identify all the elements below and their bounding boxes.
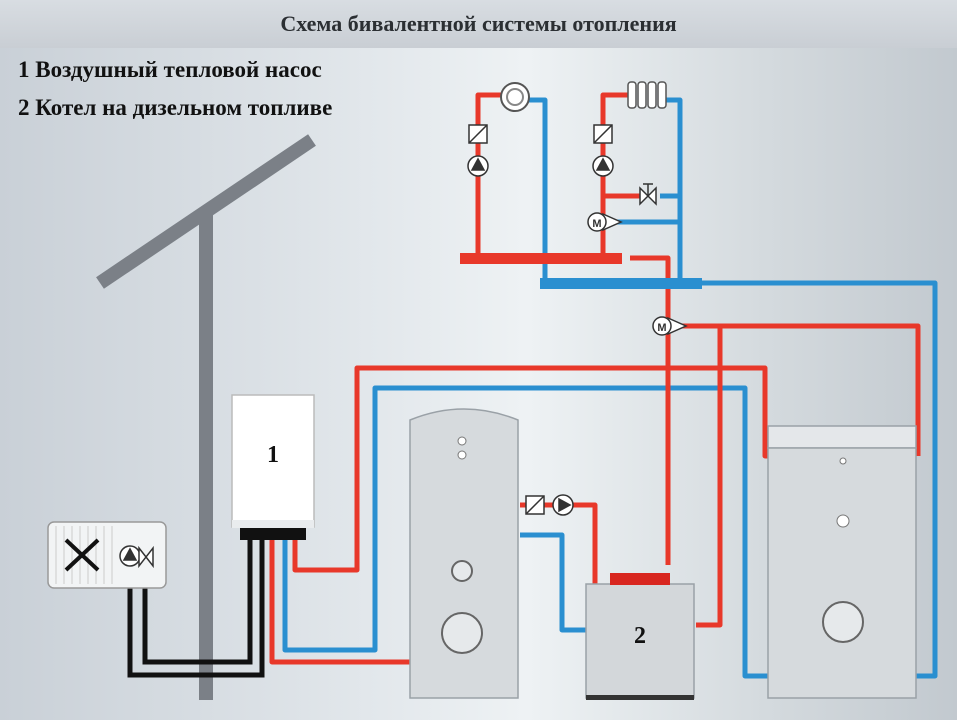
mixing-valve-label: M	[657, 322, 666, 334]
valve-icon	[138, 545, 154, 569]
return-manifold	[540, 278, 702, 289]
fan-icon	[64, 538, 100, 572]
support-structure	[96, 134, 316, 700]
mixing-valve-label: M	[592, 218, 601, 230]
floor-heating-icon	[500, 82, 530, 112]
mixing-valve-icon: M	[587, 212, 623, 232]
heat-pump-outdoor-unit	[47, 521, 167, 589]
supply-pipes	[269, 92, 921, 665]
pump-icon	[552, 494, 574, 516]
hot-water-cylinder	[767, 425, 917, 699]
valve-icon	[639, 183, 657, 206]
radiator-icon	[627, 81, 667, 109]
refrigerant-lines	[127, 535, 265, 678]
legend-item-2: 2 Котел на дизельном топливе	[18, 95, 333, 120]
buffer-tank	[409, 408, 519, 699]
unit-2-label: 2	[634, 623, 646, 649]
pump-icon	[467, 155, 614, 177]
diagram-title: Схема бивалентной системы отопления	[0, 0, 957, 48]
heat-pump-indoor-unit: 1	[231, 394, 315, 540]
legend-item-1: 1 Воздушный тепловой насос	[18, 57, 322, 82]
diesel-boiler: 2	[585, 573, 695, 700]
mixing-valve-icon: M	[652, 316, 688, 336]
pump-icon	[119, 545, 141, 567]
supply-manifold	[460, 253, 622, 264]
check-valve-icon	[468, 124, 613, 144]
unit-1-label: 1	[267, 442, 279, 468]
